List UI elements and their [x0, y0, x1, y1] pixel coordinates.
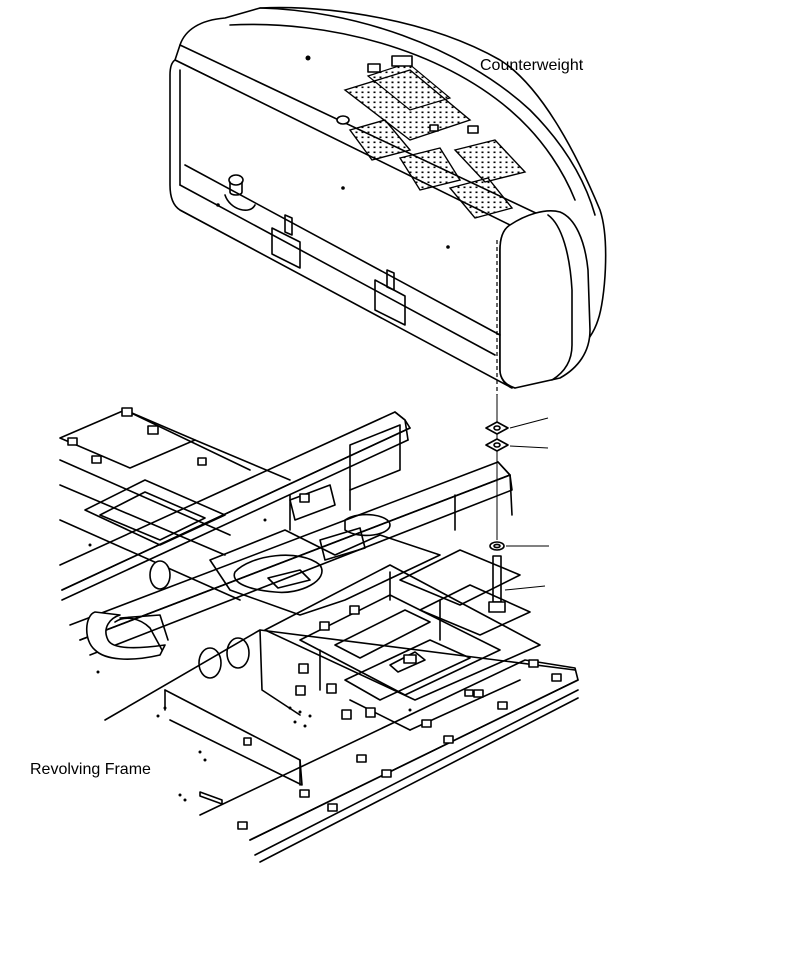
frame-lugs — [67, 407, 562, 830]
revolving-frame-drawing — [59, 407, 579, 863]
counterweight-grid-plates — [343, 62, 527, 219]
fastener-stack — [485, 395, 549, 613]
revolving-frame-label: Revolving Frame — [30, 761, 151, 778]
counterweight-label: Counterweight — [480, 57, 584, 74]
counterweight-drawing — [169, 6, 607, 395]
